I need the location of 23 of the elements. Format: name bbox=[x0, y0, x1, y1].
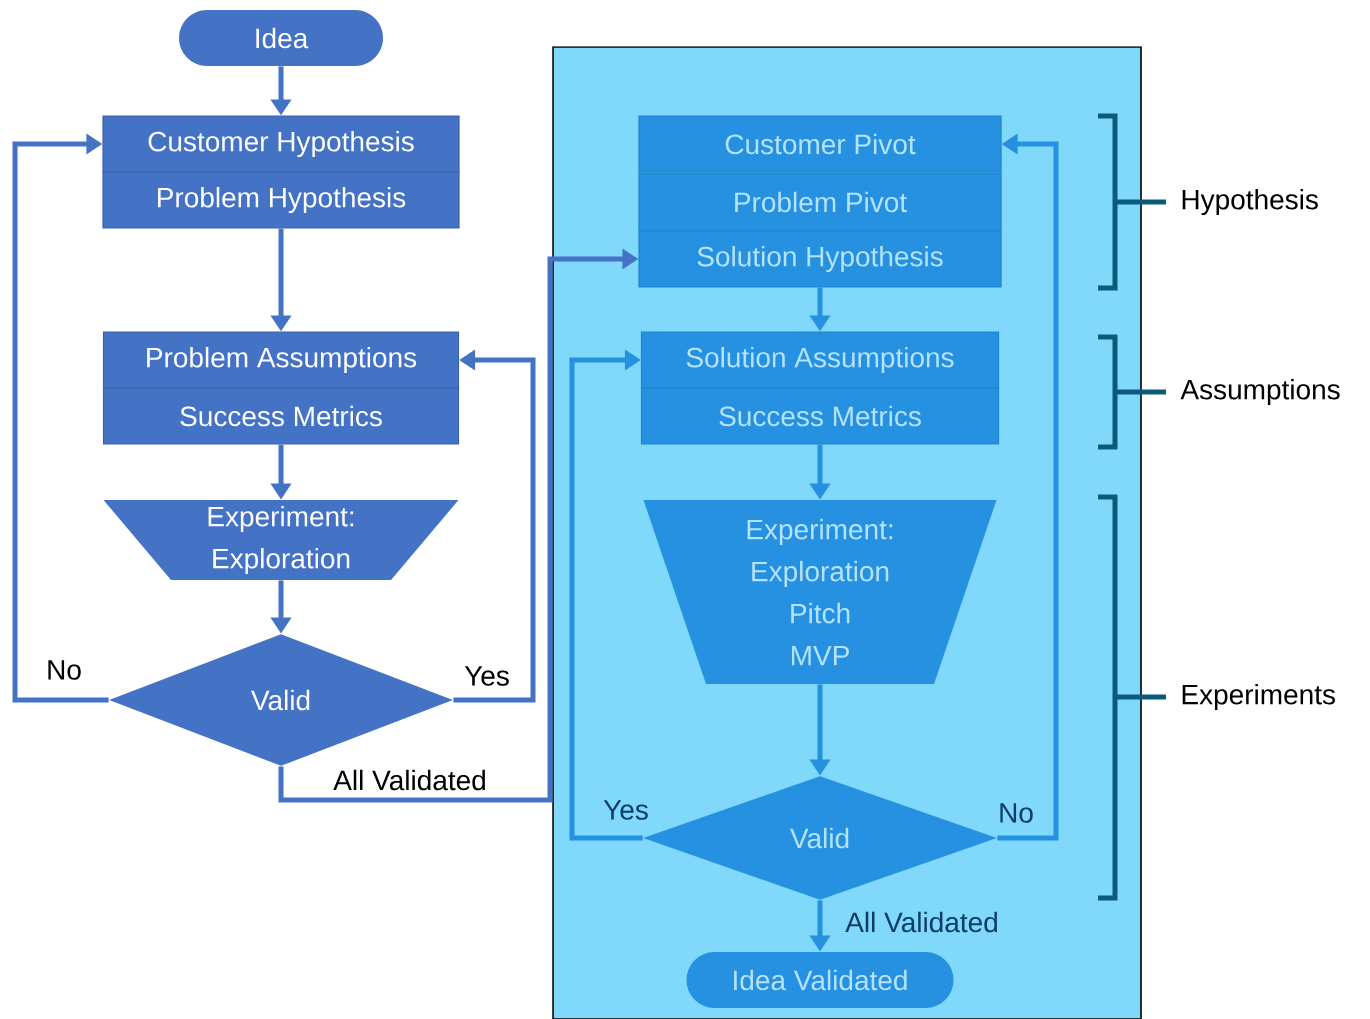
arrow bbox=[12, 133, 109, 703]
process-box: Customer Pivot bbox=[638, 115, 1002, 173]
trapezoid-box: Experiment: Exploration Pitch MVP bbox=[643, 500, 997, 684]
process-box: Solution Assumptions bbox=[640, 331, 1000, 389]
process-box: Success Metrics bbox=[102, 387, 460, 445]
edge-label: No bbox=[995, 800, 1037, 826]
trapezoid-box: Experiment: Exploration bbox=[103, 500, 459, 580]
process-box: Problem Pivot bbox=[638, 172, 1002, 232]
edge-label: All Validated bbox=[842, 908, 1002, 936]
process-box: Customer Hypothesis bbox=[102, 115, 460, 173]
process-box: Solution Hypothesis bbox=[638, 230, 1002, 288]
terminal-pill: Idea bbox=[179, 10, 383, 66]
edge-label: Yes bbox=[461, 663, 513, 689]
process-box: Problem Assumptions bbox=[102, 331, 460, 389]
process-box: Success Metrics bbox=[640, 387, 1000, 445]
arrow bbox=[569, 349, 643, 841]
edge-label: All Validated bbox=[330, 766, 490, 794]
terminal-pill: Idea Validated bbox=[686, 952, 954, 1008]
process-box: Problem Hypothesis bbox=[102, 171, 460, 229]
bracket-label: Assumptions bbox=[1180, 378, 1340, 406]
edge-label: No bbox=[43, 657, 85, 683]
bracket-label: Experiments bbox=[1182, 683, 1335, 711]
bracket-label: Hypothesis bbox=[1182, 188, 1318, 216]
